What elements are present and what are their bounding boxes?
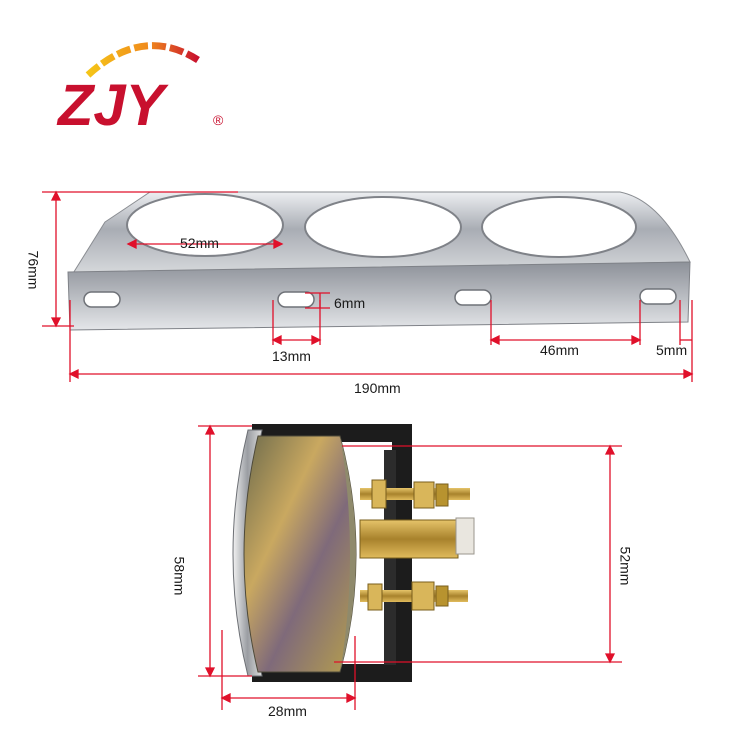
dim-hole-diameter: 52mm — [180, 235, 219, 251]
gauge-assembly — [232, 424, 475, 682]
top-nut-2 — [413, 481, 435, 509]
dim-gauge-total-diameter: 58mm — [171, 556, 188, 596]
center-stud — [359, 519, 459, 559]
gauge-body — [243, 435, 357, 673]
bracket-slot-4 — [639, 288, 677, 305]
bracket-slot-2 — [277, 291, 315, 308]
brand-logo: ZJY ® — [56, 42, 224, 138]
gauge-bracket — [67, 191, 691, 331]
dim-slot-spacing: 46mm — [540, 342, 579, 358]
dim-edge-offset: 5mm — [656, 342, 688, 358]
top-nut-3 — [435, 483, 449, 507]
bracket-front-lip — [67, 261, 691, 331]
bracket-hole-left — [126, 193, 284, 257]
gauge-dimension-lines — [198, 424, 622, 710]
bracket-slot-3 — [454, 289, 492, 306]
dim-height: 76mm — [25, 250, 42, 290]
bracket-hole-right — [481, 196, 637, 258]
sender-insulator — [455, 517, 475, 555]
logo-arc — [85, 42, 200, 78]
bracket-slot-1 — [83, 291, 121, 308]
bottom-nut-3 — [435, 585, 449, 607]
registered-mark: ® — [213, 112, 224, 128]
dim-slot-width: 13mm — [272, 348, 311, 364]
top-nut-1 — [371, 479, 387, 509]
bottom-nut-1 — [367, 583, 383, 611]
dim-total-width: 190mm — [354, 380, 401, 396]
dim-gauge-body-diameter: 52mm — [617, 546, 634, 586]
logo-text: ZJY — [56, 73, 170, 138]
bracket-hole-middle — [304, 196, 462, 258]
bracket-dimension-lines — [42, 190, 694, 382]
dim-slot-height: 6mm — [334, 295, 366, 311]
dim-gauge-depth: 28mm — [268, 703, 307, 719]
bottom-nut-2 — [411, 581, 435, 611]
